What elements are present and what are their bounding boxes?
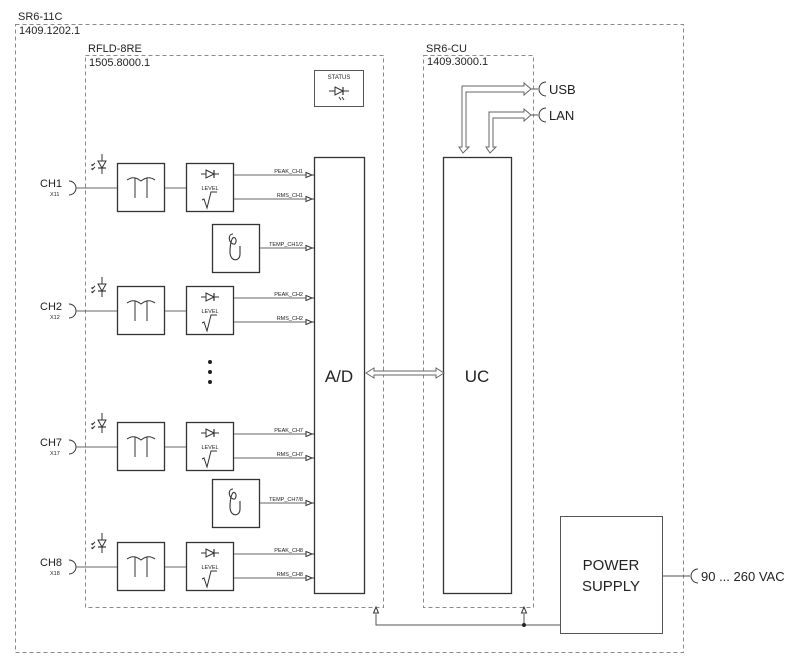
status-indicator: STATUS — [314, 70, 364, 107]
rms-input-arrow — [305, 575, 315, 581]
temperature-sensor: TEMP_CH1/2 — [211, 223, 315, 274]
temp-signal-label: TEMP_CH1/2 — [269, 242, 303, 248]
led-icon — [91, 532, 107, 554]
channel-name: CH8 — [40, 557, 62, 569]
ad-converter: A/D — [313, 156, 366, 595]
filter-block — [116, 285, 166, 336]
led-icon — [91, 276, 107, 298]
led-icon — [91, 412, 107, 434]
power-supply-label-2: SUPPLY — [582, 578, 640, 595]
thermistor-block — [211, 478, 261, 529]
rf-board-part-number: 1505.8000.1 — [89, 57, 150, 69]
peak-input-arrow — [305, 551, 315, 557]
uc-label: UC — [465, 367, 490, 386]
filter-block — [116, 162, 166, 213]
peak-signal-label: PEAK_CH8 — [274, 548, 303, 554]
microcontroller: UC — [442, 156, 513, 595]
control-unit-border — [423, 55, 534, 608]
temperature-sensor: TEMP_CH7/8 — [211, 478, 315, 529]
channel-connector: X12 — [50, 315, 60, 321]
lan-connector: LAN — [531, 107, 574, 123]
rms-signal-label: RMS_CH2 — [277, 316, 303, 322]
status-label: STATUS — [328, 75, 351, 81]
level-label: LEVEL — [201, 309, 218, 315]
rms-signal-label: RMS_CH1 — [277, 193, 303, 199]
thermistor-block — [211, 223, 261, 274]
peak-signal-label: PEAK_CH1 — [274, 169, 303, 175]
power-distribution — [372, 605, 560, 627]
ad-uc-bus — [365, 367, 445, 379]
enclosure-border — [15, 24, 684, 653]
mains-label: 90 ... 260 VAC — [701, 569, 785, 584]
rf-input-connector — [68, 439, 77, 455]
enclosure-part-number: 1409.1202.1 — [19, 25, 80, 37]
channel-name: CH2 — [40, 301, 62, 313]
temp-input-arrow — [305, 245, 315, 251]
channel-connector: X17 — [50, 451, 60, 457]
rms-input-arrow — [305, 455, 315, 461]
peak-signal-label: PEAK_CH2 — [274, 292, 303, 298]
usb-label: USB — [549, 82, 576, 97]
channel-name: CH7 — [40, 437, 62, 449]
filter-block — [116, 421, 166, 472]
rms-input-arrow — [305, 319, 315, 325]
led-icon — [329, 86, 349, 101]
control-unit: SR6-CU 1409.3000.1 — [423, 43, 534, 608]
rf-input-connector — [68, 180, 77, 196]
rms-signal-label: RMS_CH7 — [277, 452, 303, 458]
rf-board: RFLD-8RE 1505.8000.1 STATUS — [85, 43, 384, 608]
enclosure-name: SR6-11C — [18, 11, 62, 23]
channel-connector: X18 — [50, 571, 60, 577]
channel-connector: X11 — [50, 192, 59, 198]
rf-board-border — [85, 55, 384, 608]
rf-board-name: RFLD-8RE — [88, 43, 142, 55]
control-unit-part-number: 1409.3000.1 — [427, 56, 488, 68]
temp-signal-label: TEMP_CH7/8 — [269, 497, 303, 503]
filter-block — [116, 541, 166, 592]
power-supply: POWER SUPPLY — [560, 516, 663, 634]
peak-input-arrow — [305, 295, 315, 301]
ad-label: A/D — [325, 367, 353, 386]
rf-input-connector — [68, 303, 77, 319]
rms-signal-label: RMS_CH8 — [277, 572, 303, 578]
lan-bus — [485, 107, 532, 154]
level-label: LEVEL — [201, 186, 218, 192]
mains-connector: 90 ... 260 VAC — [662, 568, 785, 584]
peak-input-arrow — [305, 172, 315, 178]
lan-label: LAN — [549, 108, 574, 123]
rms-input-arrow — [305, 196, 315, 202]
peak-signal-label: PEAK_CH7 — [274, 428, 303, 434]
peak-input-arrow — [305, 431, 315, 437]
temp-input-arrow — [305, 500, 315, 506]
level-label: LEVEL — [201, 445, 218, 451]
level-label: LEVEL — [201, 565, 218, 571]
channel-ellipsis — [208, 360, 212, 384]
power-supply-label-1: POWER — [583, 557, 640, 574]
usb-connector: USB — [531, 81, 576, 97]
rf-input-connector — [68, 559, 77, 575]
led-icon — [91, 153, 107, 175]
enclosure: SR6-11C 1409.1202.1 — [15, 11, 684, 653]
channel-name: CH1 — [40, 178, 62, 190]
control-unit-name: SR6-CU — [426, 43, 467, 55]
